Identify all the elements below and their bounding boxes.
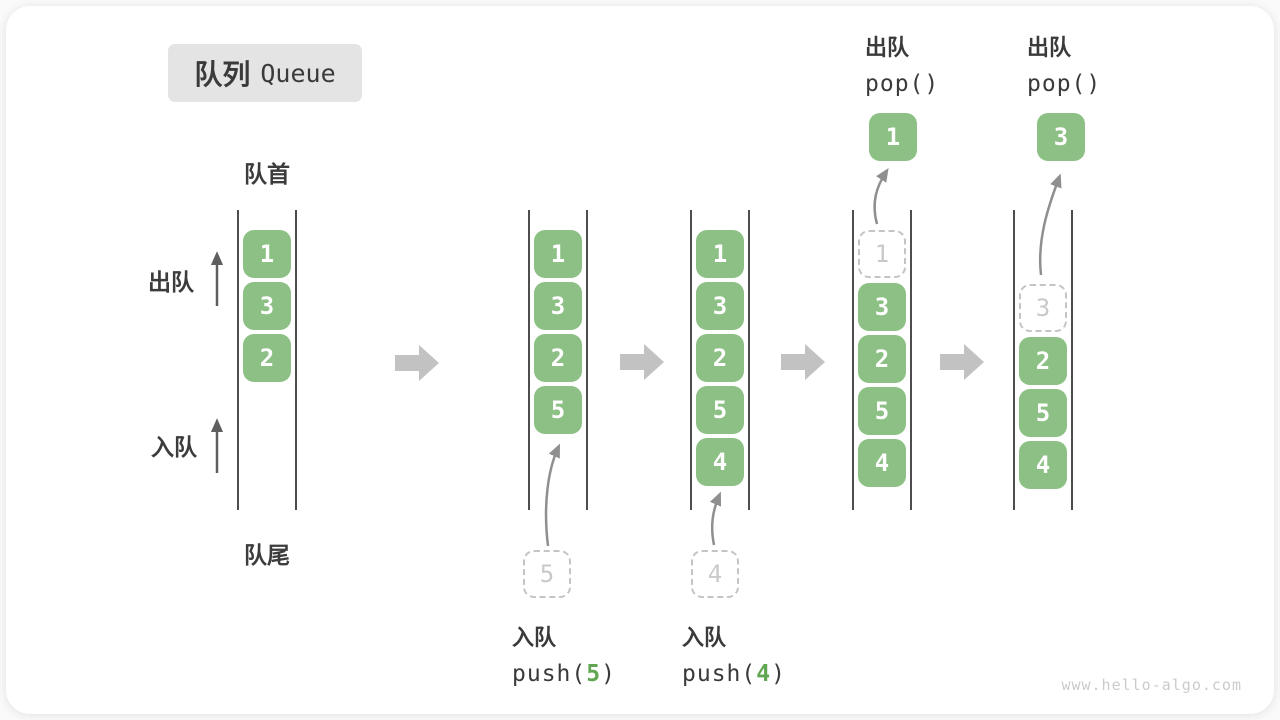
push-code-pre: push( — [512, 661, 587, 687]
push-code-suf: ) — [601, 661, 616, 687]
queue-state-5 — [1013, 210, 1073, 510]
pop-caption: 出队 pop() — [865, 30, 939, 97]
queue-cell: 2 — [243, 334, 291, 382]
queue-state-2 — [528, 210, 588, 510]
title-en: Queue — [260, 58, 336, 88]
watermark: www.hello-algo.com — [1061, 676, 1242, 694]
popped-cell: 3 — [1037, 113, 1085, 161]
push-code: push(4) — [682, 661, 786, 687]
queue-cell: 1 — [696, 230, 744, 278]
pop-caption: 出队 pop() — [1027, 30, 1101, 97]
push-caption-label: 入队 — [512, 625, 557, 650]
push-code-arg: 4 — [756, 661, 772, 687]
queue-cell: 2 — [858, 335, 906, 383]
popped-cell: 1 — [869, 113, 917, 161]
queue-rear-label: 队尾 — [244, 542, 290, 568]
queue-cell: 3 — [243, 282, 291, 330]
queue-cell: 2 — [1019, 337, 1067, 385]
diagram-card — [6, 6, 1274, 714]
queue-state-4 — [852, 210, 912, 510]
queue-cell: 3 — [696, 282, 744, 330]
title-badge: 队列 Queue — [168, 44, 362, 102]
enqueue-label: 入队 — [151, 434, 197, 460]
queue-cell: 4 — [696, 438, 744, 486]
push-code-arg: 5 — [586, 661, 602, 687]
queue-cell: 5 — [534, 386, 582, 434]
queue-cell: 5 — [1019, 389, 1067, 437]
queue-cell: 1 — [534, 230, 582, 278]
dequeued-ghost-cell: 3 — [1019, 284, 1067, 332]
queue-state-1 — [237, 210, 297, 510]
push-code-pre: push( — [682, 661, 757, 687]
queue-cell: 5 — [858, 387, 906, 435]
queue-cell: 4 — [1019, 441, 1067, 489]
queue-cell: 3 — [534, 282, 582, 330]
pending-cell: 4 — [691, 550, 739, 598]
push-code-suf: ) — [771, 661, 786, 687]
queue-front-label: 队首 — [244, 161, 290, 187]
pending-cell: 5 — [523, 550, 571, 598]
pop-code: pop() — [865, 71, 940, 97]
pop-code: pop() — [1027, 71, 1102, 97]
title-zh: 队列 — [194, 59, 251, 90]
dequeue-label: 出队 — [148, 269, 194, 295]
queue-cell: 5 — [696, 386, 744, 434]
queue-cell: 1 — [243, 230, 291, 278]
dequeued-ghost-cell: 1 — [858, 230, 906, 278]
queue-state-3 — [690, 210, 750, 510]
pop-caption-label: 出队 — [865, 35, 910, 60]
push-caption: 入队 push(4) — [682, 620, 786, 687]
push-caption-label: 入队 — [682, 625, 727, 650]
queue-cell: 4 — [858, 439, 906, 487]
queue-cell: 2 — [534, 334, 582, 382]
queue-cell: 2 — [696, 334, 744, 382]
queue-cell: 3 — [858, 283, 906, 331]
push-caption: 入队 push(5) — [512, 620, 616, 687]
pop-caption-label: 出队 — [1027, 35, 1072, 60]
push-code: push(5) — [512, 661, 616, 687]
